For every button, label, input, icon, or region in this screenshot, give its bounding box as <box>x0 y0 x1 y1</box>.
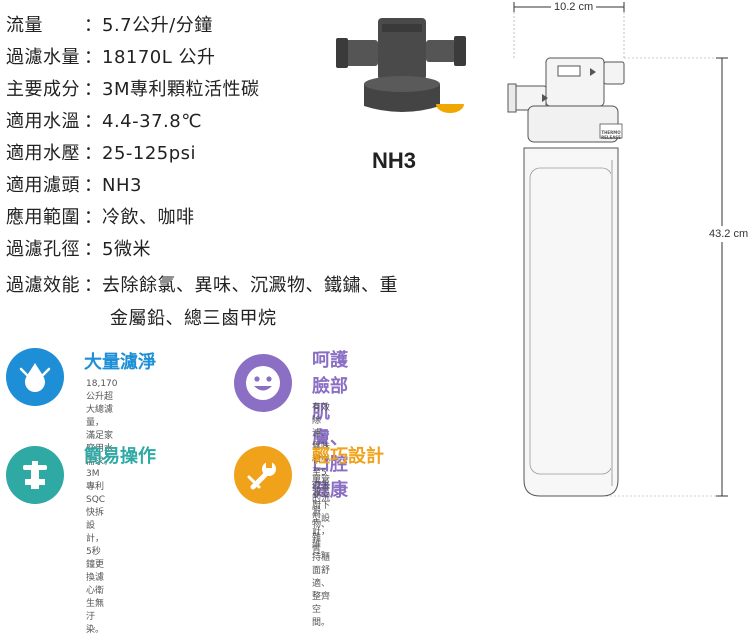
feature-desc: 單管濾芯廚下型設計，維 持櫃面舒適、整齊空間。 <box>312 475 331 628</box>
feature-title: 呵護臉部 肌膚、口腔健康 <box>312 350 348 501</box>
spec-performance: 過濾效能：去除餘氯、異味、沉澱物、鐵鏽、重 <box>6 275 398 296</box>
spec-pressure: 適用水壓：25-125psi <box>6 143 197 164</box>
spec-pore-size: 過濾孔徑：5微米 <box>6 239 151 260</box>
wrench-icon <box>234 446 292 504</box>
height-dimension-label: 43.2 cm <box>709 226 749 242</box>
spec-capacity: 過濾水量：18170L 公升 <box>6 47 216 68</box>
filter-head-model-label: NH3 <box>372 148 417 173</box>
spec-material: 主要成分：3M專利顆粒活性碳 <box>6 79 260 100</box>
feature-desc: 18,170公升超大總濾量， 滿足家庭用水需求。 <box>86 379 118 467</box>
spec-head: 適用濾頭：NH3 <box>6 175 142 196</box>
feature-desc: 3M專利SQC快拆設計， 5秒鐘更換濾心衛生無汙 染。 <box>86 469 106 635</box>
water-drop-icon <box>6 348 64 406</box>
spec-temperature: 適用水溫：4.4-37.8℃ <box>6 111 202 132</box>
feature-title: 輕巧設計 <box>312 446 384 467</box>
width-dimension-label: 10.2 cm <box>551 1 597 13</box>
feature-title: 大量濾淨 <box>84 352 156 373</box>
faucet-icon <box>6 446 64 504</box>
spec-performance-continued: 金屬鉛、總三鹵甲烷 <box>110 308 277 329</box>
cartridge-print-label: THERMO RELEASE <box>601 130 621 140</box>
smile-face-icon <box>234 354 292 412</box>
spec-flow: 流量：5.7公升/分鐘 <box>6 15 213 36</box>
feature-title: 簡易操作 <box>84 446 156 467</box>
spec-application: 應用範圍：冷飲、咖啡 <box>6 207 195 228</box>
nh3-filter-head-image <box>336 18 466 113</box>
cartridge-dimension-diagram <box>507 2 728 497</box>
